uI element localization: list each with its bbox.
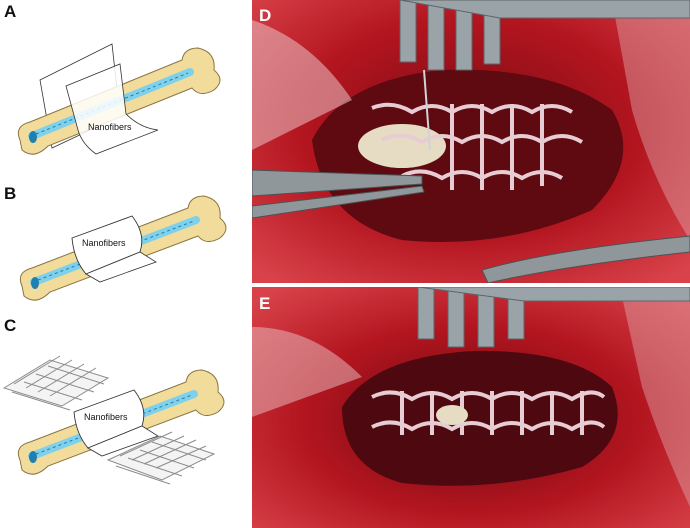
panel-label-e: E	[259, 294, 271, 313]
panel-label-a: A	[4, 2, 17, 21]
retractor	[399, 0, 690, 71]
wound-cavity	[312, 69, 624, 243]
panel-label-d: D	[259, 6, 272, 25]
panel-label-c: C	[4, 316, 17, 335]
needle	[423, 69, 431, 151]
panel-label-b: B	[4, 184, 17, 203]
diagram-b: Nanofibers	[19, 195, 227, 301]
surgical-photo-e	[252, 287, 690, 528]
nanofiber-sleeve-tail	[85, 251, 157, 283]
diagram-c: Nanofibers	[2, 355, 225, 485]
nanofiber-sheet-front	[65, 63, 159, 155]
nanofibers-callout-c: Nanofibers	[84, 412, 128, 422]
forceps	[252, 169, 425, 219]
printed-scaffold-mesh-upper	[2, 355, 110, 411]
nanofiber-sleeve-tail	[87, 425, 159, 457]
lower-retractor	[481, 235, 690, 283]
wound-cavity	[342, 350, 618, 486]
diagram-a: Nanofibers	[17, 43, 221, 155]
retractor	[417, 287, 690, 348]
bone-graft	[358, 124, 446, 168]
scaffold-mesh	[371, 102, 584, 190]
nanofibers-callout-b: Nanofibers	[82, 238, 126, 248]
bone-graft	[436, 405, 468, 425]
surgical-photo-d	[252, 0, 690, 283]
nanofibers-callout-a: Nanofibers	[88, 122, 132, 132]
printed-scaffold-mesh-lower	[106, 431, 216, 485]
